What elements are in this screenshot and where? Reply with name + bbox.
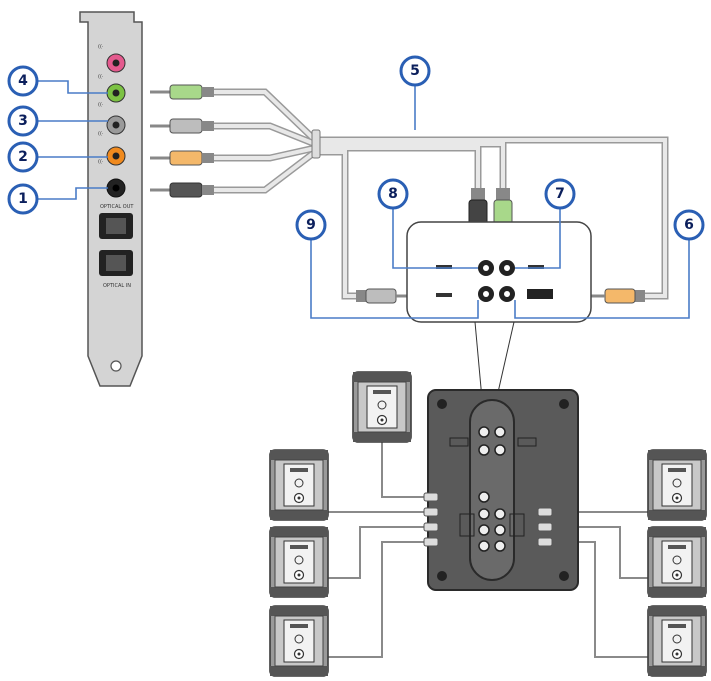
speaker-right-top bbox=[647, 449, 707, 521]
optical-in-port[interactable] bbox=[99, 250, 133, 276]
svg-text:5: 5 bbox=[410, 63, 420, 79]
speaker-center bbox=[352, 371, 412, 443]
panel-jack-bottom-right[interactable] bbox=[499, 286, 515, 302]
callout-8: 8 bbox=[377, 178, 409, 210]
svg-text:3: 3 bbox=[18, 113, 28, 129]
speaker-left-top bbox=[269, 449, 329, 521]
speaker-right-middle bbox=[647, 526, 707, 598]
callout-6: 6 bbox=[673, 209, 705, 241]
panel-jack-top-right[interactable] bbox=[499, 260, 515, 276]
optical-in-label: OPTICAL IN bbox=[103, 283, 131, 289]
jack-black[interactable] bbox=[106, 178, 126, 198]
speaker-input-panel bbox=[406, 221, 592, 411]
svg-text:2: 2 bbox=[18, 149, 28, 165]
svg-text:((·: ((· bbox=[98, 159, 104, 165]
plug-green-left bbox=[150, 84, 214, 100]
cable-clip bbox=[311, 129, 321, 159]
subwoofer-output-jacks[interactable] bbox=[478, 491, 506, 552]
svg-text:9: 9 bbox=[306, 217, 316, 233]
panel-jack-top-left[interactable] bbox=[478, 260, 494, 276]
callout-4: 4 bbox=[7, 65, 39, 97]
svg-text:6: 6 bbox=[684, 217, 694, 233]
optical-out-port[interactable] bbox=[99, 213, 133, 239]
plug-gray-left bbox=[150, 118, 214, 134]
svg-text:8: 8 bbox=[388, 186, 398, 202]
svg-text:((·: ((· bbox=[98, 44, 104, 50]
speaker-right-bottom bbox=[647, 605, 707, 677]
callout-5: 5 bbox=[399, 55, 431, 87]
svg-text:((·: ((· bbox=[98, 74, 104, 80]
jack-green[interactable] bbox=[106, 83, 126, 103]
svg-text:1: 1 bbox=[18, 191, 28, 207]
jack-orange[interactable] bbox=[106, 146, 126, 166]
callout-3: 3 bbox=[7, 105, 39, 137]
plug-black-left bbox=[150, 182, 214, 198]
callout-leaders bbox=[38, 80, 690, 319]
svg-text:((·: ((· bbox=[98, 131, 104, 137]
audio-cables bbox=[210, 88, 669, 300]
panel-jack-bottom-left[interactable] bbox=[478, 286, 494, 302]
svg-text:((·: ((· bbox=[98, 102, 104, 108]
plug-orange-left bbox=[150, 150, 214, 166]
optical-out-label: OPTICAL OUT bbox=[100, 204, 134, 210]
subwoofer-panel bbox=[423, 389, 579, 591]
speaker-left-middle bbox=[269, 526, 329, 598]
callout-1: 1 bbox=[7, 183, 39, 215]
svg-text:4: 4 bbox=[18, 73, 28, 89]
speaker-left-bottom bbox=[269, 605, 329, 677]
subwoofer-input-jacks[interactable] bbox=[478, 426, 506, 456]
bracket-screw-hole bbox=[110, 360, 122, 372]
callout-2: 2 bbox=[7, 141, 39, 173]
svg-text:7: 7 bbox=[555, 186, 565, 202]
jack-gray[interactable] bbox=[106, 115, 126, 135]
callout-7: 7 bbox=[544, 178, 576, 210]
jack-pink[interactable] bbox=[106, 53, 126, 73]
plug-gray-right bbox=[356, 288, 414, 304]
sound-card-bracket: ((· ((· ((· ((· ((· OPTICAL OUT bbox=[79, 11, 143, 387]
callout-9: 9 bbox=[295, 209, 327, 241]
plug-orange-right bbox=[590, 288, 645, 304]
